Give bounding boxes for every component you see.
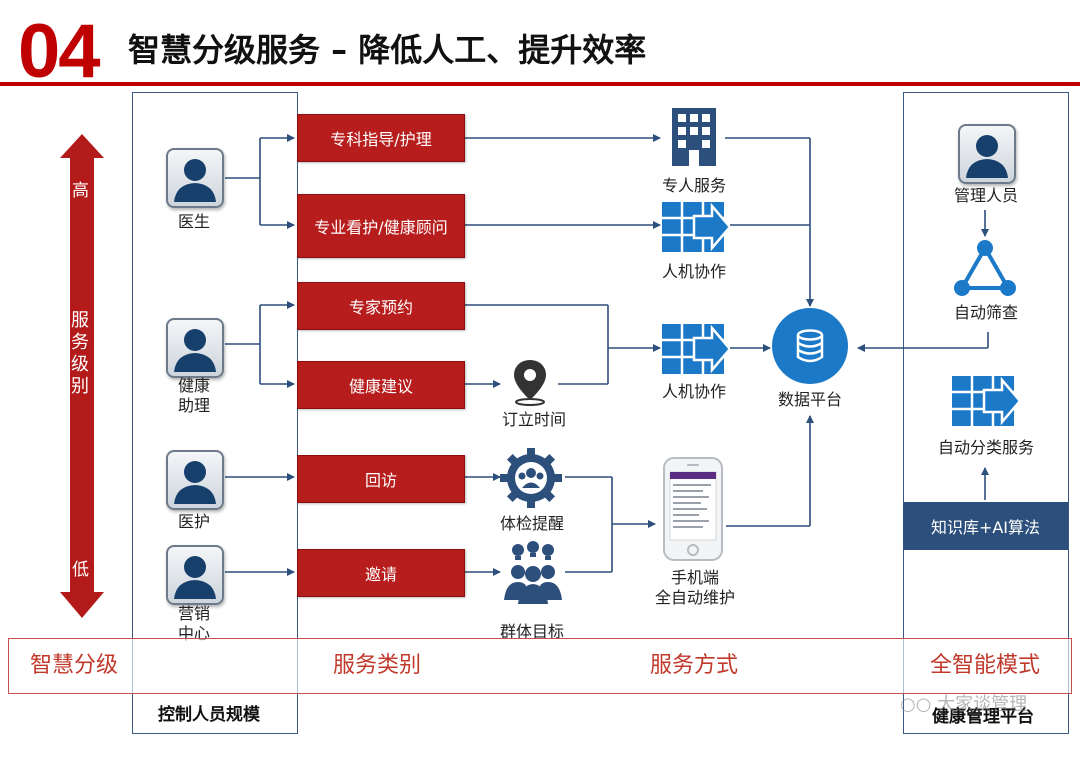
knowledge-base-box: 知识库+AI算法 [903, 502, 1068, 550]
service-level-arrow [60, 134, 104, 618]
ai-panel-footer: 健康管理平台 [932, 707, 1034, 727]
service-box: 专业看护/健康顾问 [297, 194, 465, 258]
manager-label: 管理人员 [953, 186, 1018, 205]
smartphone-icon [661, 456, 727, 568]
data-platform-label: 数据平台 [777, 390, 842, 409]
nurse-label: 医护 [177, 512, 210, 531]
mobile-label: 手机端 全自动维护 [654, 568, 735, 607]
hmc-label-2: 人机协作 [661, 382, 726, 401]
location-pin-icon [508, 358, 552, 410]
group-target-label: 群体目标 [499, 622, 564, 641]
band-label: 智慧分级 [30, 653, 119, 678]
staff-panel [132, 92, 298, 734]
band-labels: 智慧分级 服务类别 服务方式 全智能模式 [8, 638, 1072, 694]
checkup-reminder-label: 体检提醒 [499, 514, 564, 533]
service-box: 专家预约 [297, 282, 465, 330]
title-underline [0, 82, 1080, 86]
database-icon [796, 329, 824, 363]
doctor-label: 医生 [177, 212, 210, 231]
watermark-text: 大家谈管理 [937, 694, 1028, 715]
service-box: 健康建议 [297, 361, 465, 409]
staff-panel-footer: 控制人员规模 [158, 705, 260, 725]
marketing-role [166, 545, 224, 605]
service-box: 邀请 [297, 549, 465, 597]
grid-arrow-icon [660, 322, 732, 380]
person-icon [958, 124, 1016, 184]
grid-arrow-icon [950, 374, 1022, 432]
axis-low-label: 低 [72, 560, 89, 580]
band-label: 全智能模式 [930, 653, 1041, 678]
service-box: 专科指导/护理 [297, 114, 465, 162]
nurse-role [166, 450, 224, 510]
person-icon [166, 318, 224, 378]
band-label: 服务方式 [650, 653, 739, 678]
watermark: ○○ 大家谈管理 [900, 690, 1027, 716]
person-icon [166, 450, 224, 510]
category-band [8, 638, 1072, 694]
band-label: 服务类别 [333, 653, 422, 678]
ai-panel [903, 92, 1069, 734]
assistant-label: 健康 助理 [177, 376, 210, 415]
doctor-role [166, 148, 224, 208]
gear-people-icon [498, 446, 564, 514]
building-icon [666, 104, 722, 172]
person-icon [166, 545, 224, 605]
auto-classify-label: 自动分类服务 [937, 438, 1034, 457]
manager-role [958, 124, 1016, 184]
expert-service-label: 专人服务 [661, 176, 726, 195]
section-number: 04 [18, 9, 101, 94]
hmc-label-1: 人机协作 [661, 262, 726, 281]
bulb-people-icon [498, 540, 568, 610]
axis-high-label: 高 [72, 181, 89, 201]
auto-screening-label: 自动筛查 [953, 303, 1018, 322]
axis-title: 服务级别 [71, 310, 89, 397]
data-platform-node [772, 308, 848, 384]
assistant-role [166, 318, 224, 378]
booking-time-label: 订立时间 [501, 410, 566, 429]
person-icon [166, 148, 224, 208]
chat-bubble-icon: ○○ [900, 694, 932, 715]
network-icon [952, 238, 1018, 304]
service-box: 回访 [297, 455, 465, 503]
grid-arrow-icon [660, 200, 732, 258]
page-title: 智慧分级服务 – 降低人工、提升效率 [128, 31, 647, 69]
